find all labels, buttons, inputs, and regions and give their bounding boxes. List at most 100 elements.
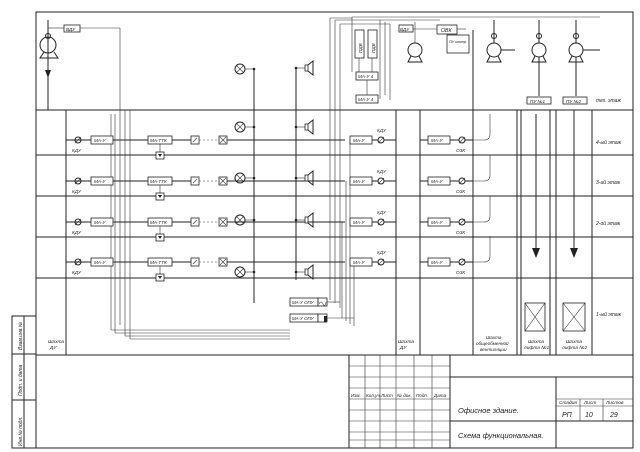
shaft-lift-2: Шахта лифта №2 bbox=[555, 110, 593, 355]
ma-u-right-label: МА-У bbox=[353, 220, 365, 225]
kdu-right-label: КДУ bbox=[377, 250, 387, 255]
ozk-label: ОЗК bbox=[456, 148, 465, 153]
ma-u-ozk-label: МА-У bbox=[431, 179, 443, 184]
opu-modules: МА-У ОПУ МА-У ОПУ bbox=[289, 297, 354, 323]
shaft-lift-1: Шахта лифта №1 bbox=[520, 110, 551, 355]
tb-sheet-no: 10 bbox=[585, 412, 593, 419]
valve-column bbox=[234, 63, 256, 278]
side-stamp: Инв.№ подл. Подп. и дата Взам.инв.№ bbox=[11, 315, 37, 449]
ma-u4-top-label: МА-У 4 bbox=[358, 74, 374, 79]
vdu-right-label: ВДУ bbox=[400, 27, 410, 32]
kdu-right-label: КДУ bbox=[377, 169, 387, 174]
speaker-3 bbox=[294, 169, 314, 187]
ma-u-right-label: МА-У bbox=[353, 138, 365, 143]
ma-u-label: МА-У bbox=[94, 138, 106, 143]
ma-ttk-label: МА-ТТК bbox=[150, 220, 167, 225]
kdu-left-label: КДУ bbox=[72, 189, 82, 194]
floor-row-3: КДУ МА-У МА-ТТК МА-У КДУ МА-У ОЗК bbox=[66, 155, 491, 201]
kdu-damper-left bbox=[74, 177, 82, 185]
ozk-label: ОЗК bbox=[456, 270, 465, 275]
shaft-ventilation: Шахта общеобменной вентиляции bbox=[472, 30, 518, 355]
kdu-left-label: КДУ bbox=[72, 148, 82, 153]
ma-ttk-label: МА-ТТК bbox=[150, 260, 167, 265]
tb-col-podp: Подп. bbox=[416, 393, 428, 398]
svg-text:Шахта: Шахта bbox=[566, 339, 582, 345]
svg-text:Шахта: Шахта bbox=[528, 339, 544, 345]
tb-col-dok: № док. bbox=[397, 393, 412, 398]
vdu-left-label: ВДУ bbox=[66, 27, 76, 32]
tb-col-data: Дата bbox=[433, 393, 447, 398]
floor-row-2: КДУ МА-У МА-ТТК МА-У КДУ МА-У ОЗК bbox=[66, 196, 491, 242]
stamp-podp-data: Подп. и дата bbox=[18, 364, 24, 396]
svg-text:вентиляции: вентиляции bbox=[480, 347, 507, 352]
speaker-column bbox=[294, 59, 314, 281]
tb-sheets-total: 29 bbox=[609, 412, 618, 419]
kdu-left-label: КДУ bbox=[72, 230, 82, 235]
vertical-buses bbox=[110, 17, 390, 340]
pu1-label: ПУ №1 bbox=[530, 99, 546, 104]
tb-project-name: Офисное здание. bbox=[458, 406, 519, 415]
ma-u-label: МА-У bbox=[94, 220, 106, 225]
ma-ttk-label: МА-ТТК bbox=[150, 138, 167, 143]
ma-u-ozk-label: МА-У bbox=[431, 138, 443, 143]
lamp-valve-3 bbox=[234, 172, 256, 184]
lamp-valve-5 bbox=[234, 266, 256, 278]
tb-sheets-label: Листов bbox=[605, 400, 624, 406]
shaft-du-right: Шахта ДУ bbox=[395, 110, 421, 355]
svg-text:Шахта: Шахта bbox=[48, 339, 64, 345]
ma-u-ozk-label: МА-У bbox=[431, 220, 443, 225]
svg-text:общеобменной: общеобменной bbox=[476, 340, 509, 346]
speaker-5 bbox=[294, 263, 314, 281]
lamp-valve-4 bbox=[234, 214, 256, 226]
stamp-inv-podl: Инв.№ подл. bbox=[18, 416, 24, 446]
tb-col-izm: Изм. bbox=[351, 393, 361, 398]
ma-u-right-label: МА-У bbox=[353, 179, 365, 184]
ma-u-opu-1-label: МА-У ОПУ bbox=[292, 300, 315, 305]
lamp-valve-1 bbox=[234, 63, 256, 75]
tb-stage: РП bbox=[562, 412, 573, 419]
svg-text:ДУ: ДУ bbox=[49, 345, 57, 351]
pu2-label: ПУ №2 bbox=[566, 99, 582, 104]
kdu-right-label: КДУ bbox=[377, 210, 387, 215]
svg-text:Шахта: Шахта bbox=[486, 335, 502, 340]
shaft-du-left: Шахта ДУ bbox=[48, 110, 67, 355]
ovk-label: ОВК bbox=[441, 28, 452, 34]
speaker-1 bbox=[294, 59, 314, 77]
ozk-label: ОЗК bbox=[456, 230, 465, 235]
tb-col-list: Лист bbox=[380, 393, 393, 398]
tb-col-kol: Кол.уч. bbox=[366, 393, 381, 398]
pdv-boxes: ПДВ ПДВ МА-У 4 МА-У 4 bbox=[351, 16, 460, 104]
tb-sheet-label: Лист bbox=[583, 400, 596, 406]
kdu-damper-left bbox=[74, 258, 82, 266]
tb-sheet-title: Схема функциональная. bbox=[458, 431, 544, 440]
kdu-damper-left bbox=[74, 218, 82, 226]
tb-stage-label: Стадия bbox=[559, 400, 577, 406]
floor-device-rows: КДУ МА-У МА-ТТК МА-У КДУ МА-У ОЗК КДУ МА-У МА-ТТК… bbox=[66, 114, 491, 282]
kdu-left-label: КДУ bbox=[72, 270, 82, 275]
roof-fan-vdu-right: ВДУ ОВК ПУ компр. bbox=[398, 22, 470, 63]
floor-row-4: КДУ МА-У МА-ТТК МА-У КДУ МА-У ОЗК bbox=[66, 114, 491, 160]
pdv-1-label: ПДВ bbox=[358, 43, 363, 53]
kdu-right-label: КДУ bbox=[377, 128, 387, 133]
roof-fan-vdu-left: ВДУ bbox=[39, 20, 121, 325]
drawing-frame bbox=[35, 11, 634, 449]
svg-text:лифта №2: лифта №2 bbox=[561, 345, 588, 351]
svg-text:лифта №1: лифта №1 bbox=[523, 345, 550, 351]
ozk-label: ОЗК bbox=[456, 189, 465, 194]
kdu-damper-left bbox=[74, 136, 82, 144]
roof-fans-right: ПУ №1 ПУ №2 bbox=[460, 16, 600, 105]
speaker-2 bbox=[294, 118, 314, 136]
floor-label-4: 4-ый этаж bbox=[596, 139, 622, 146]
ma-u-label: МА-У bbox=[94, 179, 106, 184]
ma-ttk-label: МА-ТТК bbox=[150, 179, 167, 184]
ma-u-opu-2-label: МА-У ОПУ bbox=[292, 316, 315, 321]
ma-u4-bottom-label: МА-У 4 bbox=[358, 97, 374, 102]
ma-u-label: МА-У bbox=[94, 260, 106, 265]
floor-label-tech: тех. этаж bbox=[596, 98, 621, 104]
floor-label-2: 2-ой этаж bbox=[595, 220, 621, 227]
floor-label-1: 1-ый этаж bbox=[596, 311, 622, 318]
floor-lines bbox=[36, 109, 633, 279]
title-block: Изм. Кол.уч. Лист № док. Подп. Дата Офис… bbox=[348, 355, 633, 448]
